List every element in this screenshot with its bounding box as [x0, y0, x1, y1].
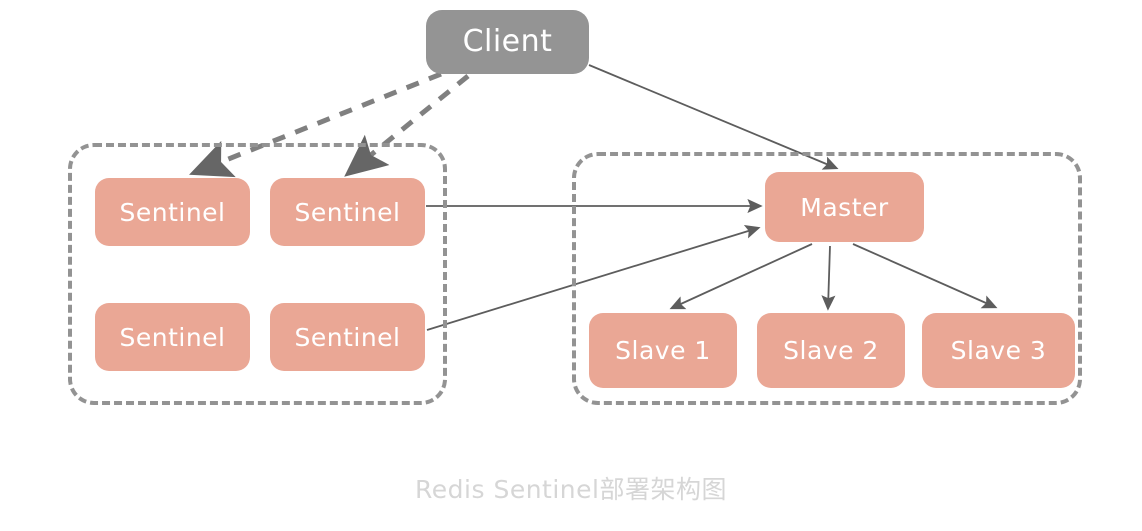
diagram-caption: Redis Sentinel部署架构图 — [415, 475, 727, 504]
node-master[interactable]: Master — [765, 172, 924, 242]
node-slave-1-label: Slave 1 — [615, 336, 711, 365]
sentinel-group-container — [68, 143, 447, 405]
node-sentinel-3[interactable]: Sentinel — [95, 303, 250, 371]
node-slave-2[interactable]: Slave 2 — [757, 313, 905, 388]
node-master-label: Master — [800, 192, 889, 222]
node-sentinel-4[interactable]: Sentinel — [270, 303, 425, 371]
node-slave-3-label: Slave 3 — [950, 336, 1047, 365]
node-slave-3[interactable]: Slave 3 — [922, 313, 1075, 388]
node-slave-1[interactable]: Slave 1 — [589, 313, 737, 388]
node-sentinel-4-label: Sentinel — [294, 322, 401, 352]
node-sentinel-1[interactable]: Sentinel — [95, 178, 250, 246]
node-client[interactable]: Client — [426, 10, 589, 74]
node-sentinel-2-label: Sentinel — [294, 197, 401, 227]
node-client-label: Client — [462, 24, 553, 59]
node-sentinel-3-label: Sentinel — [119, 322, 226, 352]
redis-group-container — [572, 152, 1082, 405]
node-sentinel-1-label: Sentinel — [119, 197, 226, 227]
node-sentinel-2[interactable]: Sentinel — [270, 178, 425, 246]
node-slave-2-label: Slave 2 — [783, 336, 879, 365]
